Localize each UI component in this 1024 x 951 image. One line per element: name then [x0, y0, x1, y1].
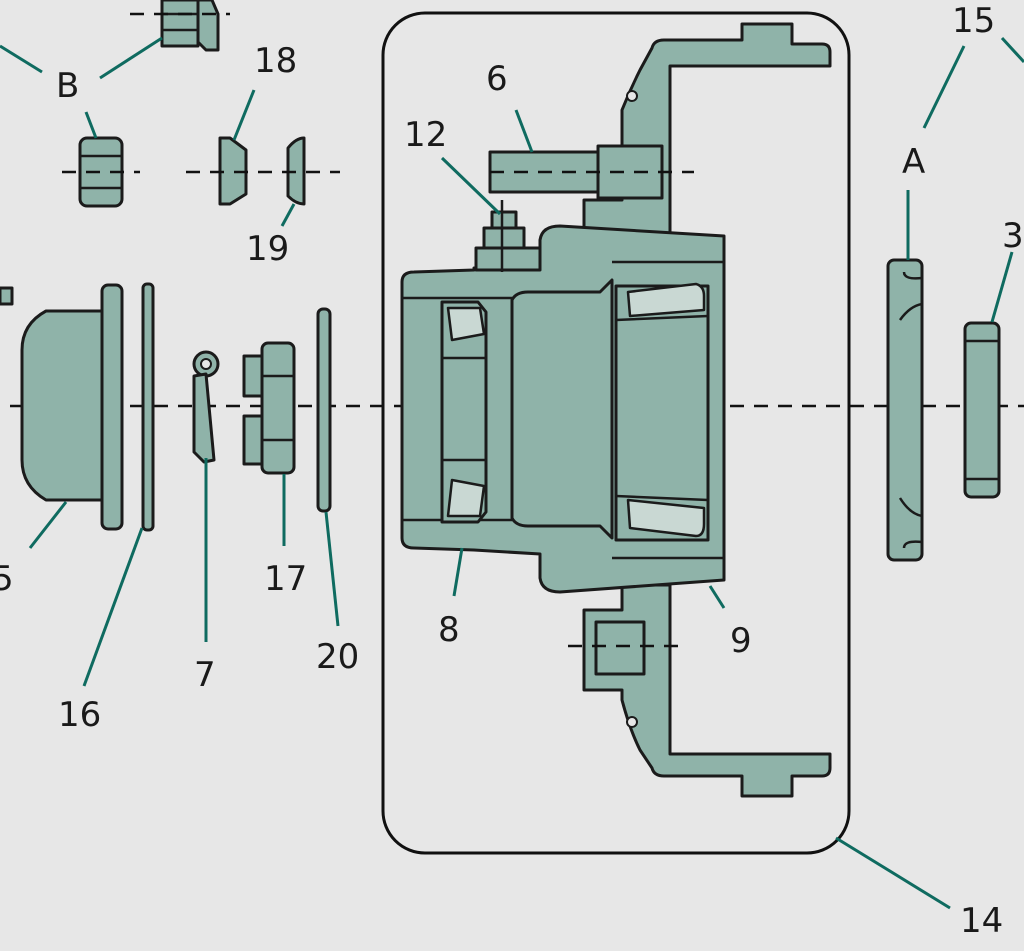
part-7-cotter-pin — [192, 350, 220, 464]
part-17-castle-nut — [242, 341, 296, 475]
callout-19: 19 — [246, 229, 289, 269]
callout-3: 3 — [1002, 216, 1024, 256]
part-6-wheel-stud — [488, 144, 694, 200]
leader-lines — [0, 36, 1024, 910]
part-a-seal-ring — [886, 258, 924, 562]
callout-a: A — [902, 142, 925, 182]
callout-20: 20 — [316, 637, 359, 677]
edge-part — [0, 286, 14, 306]
part-18-washer — [218, 136, 248, 206]
callout-17: 17 — [264, 559, 307, 599]
callout-b: B — [56, 66, 79, 106]
callout-6: 6 — [486, 59, 508, 99]
part-5-hub-cap — [20, 283, 124, 531]
hub-assembly-frame — [381, 11, 851, 855]
callout-15: 15 — [952, 1, 995, 41]
part-b-nut-bottom — [62, 136, 140, 208]
callout-18: 18 — [254, 41, 297, 81]
part-3-ring — [963, 321, 1001, 499]
part-16-gasket — [141, 282, 155, 532]
part-12-grease-nipple — [474, 200, 542, 272]
callout-5: 5 — [0, 559, 14, 599]
callout-7: 7 — [194, 655, 216, 695]
callout-14: 14 — [960, 901, 1003, 941]
part-8-wheel-hub — [400, 22, 832, 798]
callout-16: 16 — [58, 695, 101, 735]
callout-9: 9 — [730, 621, 752, 661]
part-20-washer — [316, 307, 332, 513]
lower-wheel-stud — [568, 620, 684, 676]
callout-8: 8 — [438, 610, 460, 650]
callout-12: 12 — [404, 115, 447, 155]
part-b-nut-top — [130, 0, 230, 52]
